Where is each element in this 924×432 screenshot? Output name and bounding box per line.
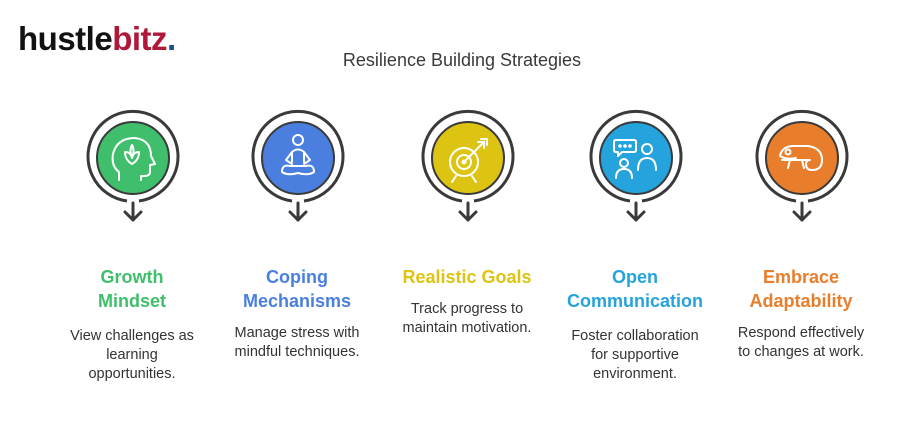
chat-people-icon xyxy=(613,139,657,179)
goals-desc-line1: Track progress to xyxy=(410,301,524,317)
target-icon xyxy=(449,138,488,183)
growth-mindset-heading: Growth Mindset xyxy=(47,265,217,313)
growth-heading-line1: Growth xyxy=(100,267,164,287)
meditation-icon xyxy=(281,134,315,176)
adaptability-desc-line1: Respond effectively xyxy=(737,325,865,341)
goals-heading-line1: Realistic Goals xyxy=(402,267,532,287)
communication-desc-line2: for supportive xyxy=(591,347,679,363)
adaptability-description: Respond effectively to changes at work. xyxy=(716,324,886,362)
goals-desc-line2: maintain motivation. xyxy=(402,320,532,336)
coping-icon-graphic xyxy=(251,109,345,222)
diagram-title: Resilience Building Strategies xyxy=(342,50,582,70)
growth-mindset-description: View challenges as learning opportunitie… xyxy=(47,327,217,384)
coping-heading: Coping Mechanisms xyxy=(212,265,382,313)
goals-icon-graphic xyxy=(421,109,515,222)
adaptability-desc-line2: to changes at work. xyxy=(738,344,864,360)
coping-heading-line1: Coping xyxy=(266,267,328,287)
goals-description: Track progress to maintain motivation. xyxy=(382,300,552,338)
adaptability-heading-line2: Adaptability xyxy=(749,291,853,311)
coping-desc-line1: Manage stress with xyxy=(234,325,360,341)
communication-desc-line1: Foster collaboration xyxy=(571,328,699,344)
communication-icon-graphic xyxy=(589,109,683,222)
brand-logo: hustlebitz. xyxy=(18,22,176,55)
communication-description: Foster collaboration for supportive envi… xyxy=(550,327,720,384)
coping-heading-line2: Mechanisms xyxy=(242,291,352,311)
growth-desc-line1: View challenges as xyxy=(70,328,194,344)
growth-mindset-icon-graphic xyxy=(86,109,180,222)
coping-description: Manage stress with mindful techniques. xyxy=(212,324,382,362)
communication-heading-line1: Open xyxy=(611,267,658,287)
communication-desc-line3: environment. xyxy=(593,366,677,382)
coping-desc-line2: mindful techniques. xyxy=(234,344,360,360)
adaptability-heading-line1: Embrace xyxy=(762,267,840,287)
adaptability-icon-graphic xyxy=(755,109,849,222)
communication-heading-line2: Communication xyxy=(566,291,703,311)
brand-part-1: hustle xyxy=(18,20,113,57)
growth-desc-line2: learning xyxy=(106,347,158,363)
growth-heading-line2: Mindset xyxy=(97,291,166,311)
brand-dot: . xyxy=(167,20,176,57)
head-lotus-icon xyxy=(111,137,156,181)
brand-part-2: bitz xyxy=(112,20,168,57)
adaptability-heading: Embrace Adaptability xyxy=(716,265,886,313)
goals-heading: Realistic Goals xyxy=(382,265,552,289)
growth-desc-line3: opportunities. xyxy=(88,366,176,382)
communication-heading: Open Communication xyxy=(550,265,720,313)
chameleon-icon xyxy=(779,145,823,171)
